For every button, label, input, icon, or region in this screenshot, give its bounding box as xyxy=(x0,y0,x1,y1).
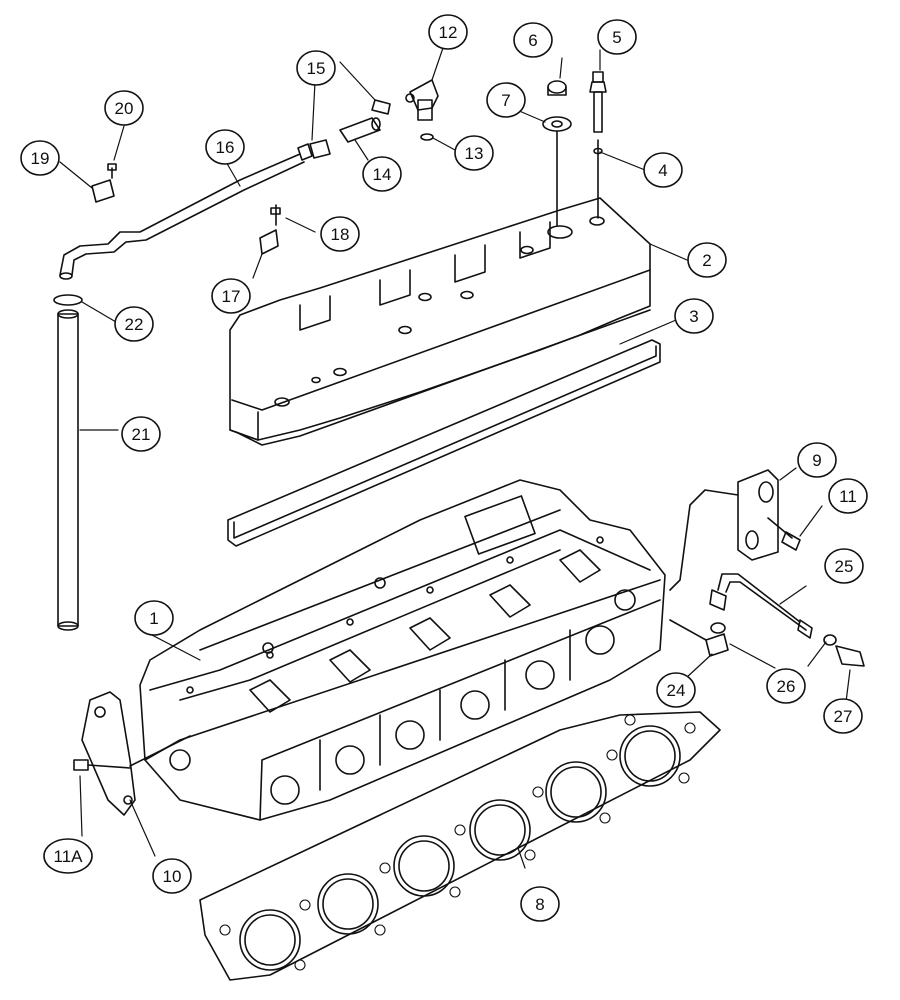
rocker-cover xyxy=(229,197,651,446)
front-bracket xyxy=(73,691,191,816)
leader-lines xyxy=(59,41,851,869)
svg-text:17: 17 xyxy=(222,287,241,306)
callout-21: 21 xyxy=(121,416,161,452)
callout-26: 26 xyxy=(766,668,806,704)
callout-20: 20 xyxy=(104,90,144,126)
callout-3: 3 xyxy=(674,298,714,334)
callout-5: 5 xyxy=(597,19,637,55)
callout-11a: 11A xyxy=(43,838,93,874)
svg-text:18: 18 xyxy=(331,225,350,244)
rear-bracket xyxy=(669,469,801,591)
callout-22: 22 xyxy=(114,306,154,342)
callout-19: 19 xyxy=(20,140,60,176)
oil-line-fittings xyxy=(669,573,865,667)
svg-text:3: 3 xyxy=(689,307,698,326)
svg-text:8: 8 xyxy=(535,895,544,914)
svg-text:10: 10 xyxy=(163,867,182,886)
svg-text:14: 14 xyxy=(373,165,392,184)
callout-17: 17 xyxy=(211,278,251,314)
svg-text:26: 26 xyxy=(777,677,796,696)
callout-10: 10 xyxy=(152,858,192,894)
svg-text:13: 13 xyxy=(465,144,484,163)
svg-text:27: 27 xyxy=(834,707,853,726)
svg-text:11A: 11A xyxy=(54,847,84,866)
callout-4: 4 xyxy=(643,152,683,188)
breather-fittings xyxy=(542,71,607,226)
callout-11: 11 xyxy=(828,478,868,514)
callout-7: 7 xyxy=(486,82,526,118)
cover-gasket xyxy=(227,339,661,547)
svg-text:15: 15 xyxy=(307,59,326,78)
svg-text:2: 2 xyxy=(702,251,711,270)
callout-12: 12 xyxy=(428,14,468,50)
callout-2: 2 xyxy=(687,242,727,278)
callout-8: 8 xyxy=(520,886,560,922)
callout-27: 27 xyxy=(823,698,863,734)
callout-13: 13 xyxy=(454,135,494,171)
callout-9: 9 xyxy=(797,442,837,478)
svg-text:21: 21 xyxy=(132,425,151,444)
callout-18: 18 xyxy=(320,216,360,252)
svg-text:25: 25 xyxy=(835,557,854,576)
svg-text:20: 20 xyxy=(115,99,134,118)
breather-hose xyxy=(59,99,391,280)
head-gasket xyxy=(199,711,721,981)
svg-text:22: 22 xyxy=(125,315,144,334)
tube-and-oring xyxy=(53,294,83,631)
svg-text:5: 5 xyxy=(612,28,621,47)
callout-14: 14 xyxy=(362,156,402,192)
callout-15: 15 xyxy=(296,50,336,86)
callout-1: 1 xyxy=(134,600,174,636)
svg-text:12: 12 xyxy=(439,23,458,42)
svg-text:1: 1 xyxy=(149,609,158,628)
svg-text:9: 9 xyxy=(812,451,821,470)
callout-16: 16 xyxy=(205,129,245,165)
callout-24: 24 xyxy=(656,672,696,708)
sensor-assembly xyxy=(405,79,439,141)
callout-6: 6 xyxy=(513,22,553,58)
callout-bubbles: 1 2 3 4 5 6 7 8 9 10 11 11A 12 13 14 15 … xyxy=(20,14,868,922)
svg-text:6: 6 xyxy=(528,31,537,50)
svg-text:24: 24 xyxy=(667,681,686,700)
svg-text:16: 16 xyxy=(216,138,235,157)
svg-text:11: 11 xyxy=(839,487,857,506)
callout-25: 25 xyxy=(824,548,864,584)
cylinder-head xyxy=(139,479,666,821)
svg-text:4: 4 xyxy=(658,161,667,180)
svg-text:7: 7 xyxy=(501,91,510,110)
svg-text:19: 19 xyxy=(31,149,50,168)
hose-clamps xyxy=(91,163,281,255)
